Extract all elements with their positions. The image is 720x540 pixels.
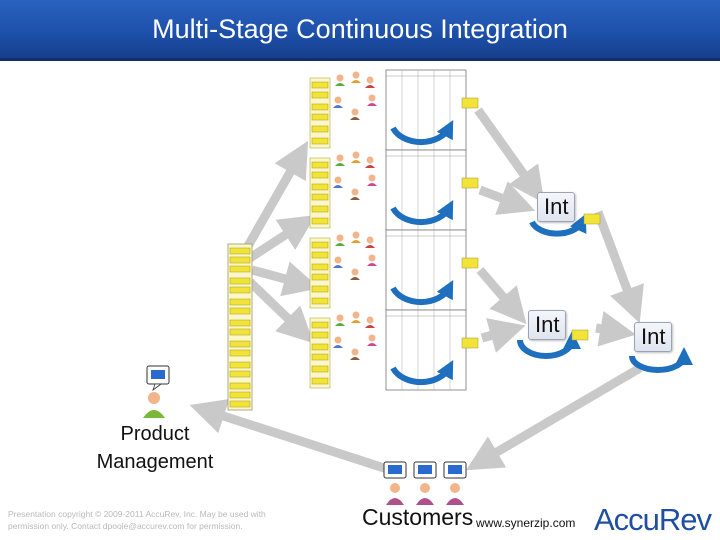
arrow-int2-to-int3: [595, 310, 636, 347]
slide-title: Multi-Stage Continuous Integration: [152, 14, 568, 44]
title-bar: Multi-Stage Continuous Integration: [0, 0, 720, 61]
arrow-pm-to-team2: [247, 215, 316, 262]
arrow-team4-to-int2: [480, 318, 526, 353]
int3-cycle-arrow-icon: [629, 347, 693, 373]
accurev-logo: AccuRev: [594, 502, 712, 537]
customer-2: [413, 461, 437, 505]
team-row-4: [309, 309, 479, 391]
arrow-customers-to-pm: [189, 398, 392, 475]
arrow-team2-to-int1: [478, 181, 536, 215]
arrow-int3-to-customers: [466, 364, 643, 471]
cycle-arrow-icon: [390, 280, 454, 306]
cycle-arrow-icon: [390, 200, 454, 226]
team-row-3: [309, 229, 479, 311]
int-label-3: Int: [634, 322, 673, 352]
website-link[interactable]: www.synerzip.com: [476, 516, 576, 530]
int1-sticky-note: [583, 213, 601, 225]
arrow-team1-to-int1: [474, 107, 545, 204]
product-management-label: Product Management: [96, 423, 214, 473]
arrow-pm-to-team3: [250, 261, 320, 297]
int-label-2: Int: [528, 310, 567, 340]
team-backlog: [309, 77, 331, 149]
team-row-2: [309, 149, 479, 231]
copyright-notice: Presentation copyright © 2009-2011 AccuR…: [8, 509, 266, 531]
customer-people-icons: [383, 461, 467, 505]
arrow-pm-to-team1: [244, 140, 309, 249]
cycle-arrow-icon: [390, 360, 454, 386]
team-people: [333, 231, 377, 280]
team-people: [333, 311, 377, 360]
arrow-pm-to-team4: [246, 278, 314, 344]
customer-1: [383, 461, 407, 505]
int-label-1: Int: [537, 192, 576, 222]
sticky-note: [461, 97, 479, 109]
int2-sticky-note: [571, 329, 589, 341]
sticky-note: [461, 257, 479, 269]
product-manager-person-icon: [143, 365, 170, 418]
cycle-arrow-icon: [390, 120, 454, 146]
team-row-1: [309, 69, 479, 151]
sticky-note: [461, 177, 479, 189]
sticky-note: [461, 337, 479, 349]
team-backlog: [309, 237, 331, 309]
team-backlog: [309, 157, 331, 229]
arrow-team3-to-int2: [476, 267, 527, 325]
arrow-int1-to-int3: [593, 210, 644, 324]
int1-cycle-arrow-icon: [529, 213, 587, 237]
int2-cycle-arrow-icon: [517, 331, 581, 359]
customer-3: [443, 461, 467, 505]
team-backlog: [309, 317, 331, 389]
team-people: [333, 71, 377, 120]
team-people: [333, 151, 377, 200]
flow-arrows: [189, 107, 644, 475]
pm-backlog-column: [227, 243, 253, 411]
customers-label: Customers: [362, 504, 474, 530]
